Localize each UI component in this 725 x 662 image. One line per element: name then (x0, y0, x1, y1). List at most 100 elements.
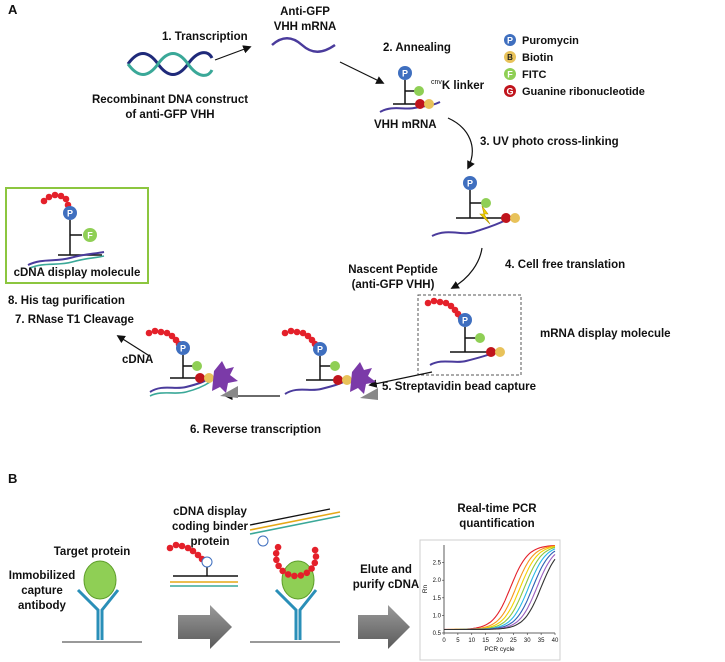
x-tick-label: 35 (538, 638, 545, 644)
arrow-step5 (368, 371, 433, 388)
peptide-bead (163, 329, 171, 337)
x-tick-label: 40 (552, 638, 559, 644)
x-tick-label: 15 (482, 638, 489, 644)
rtpcr-label-1: Real-time PCR (457, 503, 537, 515)
x-tick-label: 10 (468, 638, 475, 644)
cdna-label: cDNA (122, 354, 153, 366)
chart-frame (419, 539, 561, 661)
immob-label-2: capture (21, 585, 63, 597)
peptide-bead (308, 565, 315, 572)
arrow-step2 (339, 61, 385, 84)
immob-label-1: Immobilized (9, 570, 75, 582)
y-tick-label: 0.5 (433, 631, 442, 637)
peptide-bead (145, 329, 153, 337)
peptide-bead (168, 332, 176, 340)
step7-label: 7. RNase T1 Cleavage (15, 314, 134, 326)
crosslinked-construct: P (431, 176, 520, 237)
peptide-bead (312, 553, 320, 560)
y-tick-label: 1.5 (433, 596, 442, 602)
process-arrow-2 (358, 605, 410, 649)
dna-label-1: Recombinant DNA construct (92, 94, 248, 106)
peptide-bead (40, 197, 48, 205)
y-tick-label: 1.0 (433, 613, 442, 619)
mrna-label-2: VHH mRNA (274, 21, 337, 33)
capture-antibody-1 (62, 560, 142, 643)
rtpcr-label-2: quantification (459, 518, 534, 530)
mrna-display-label: mRNA display molecule (540, 328, 671, 340)
peptide-bead (172, 541, 180, 549)
x-tick-label: 25 (510, 638, 517, 644)
step2-label: 2. Annealing (383, 42, 451, 54)
arrow-step4 (450, 247, 483, 289)
peptide-bead (299, 329, 307, 337)
peptide-bead (157, 328, 165, 336)
cdna-display-molecule: P F (27, 191, 105, 269)
x-tick-label: 5 (456, 638, 460, 644)
peptide-bead (166, 544, 174, 552)
peptide-bead (274, 543, 282, 551)
uv-bolt-icon (479, 205, 491, 225)
process-arrow-1 (178, 605, 232, 649)
cdna-disp-label-1: cDNA display (173, 506, 247, 518)
svg-text:P: P (507, 36, 513, 46)
peptide-bead (293, 328, 301, 336)
step8-label: 8. His tag purification (8, 295, 125, 307)
svg-text:P: P (462, 316, 468, 326)
peptide-bead (194, 551, 202, 559)
peptide-bead (184, 544, 192, 552)
x-tick-label: 30 (524, 638, 531, 644)
legend-item-biotin: B Biotin (504, 51, 553, 64)
linker-construct: P (379, 66, 441, 113)
puromycin-icon (504, 34, 516, 46)
peptide-bead (279, 567, 286, 575)
svg-text:P: P (467, 179, 473, 189)
y-tick-label: 2.5 (433, 561, 442, 567)
svg-text:P: P (180, 344, 186, 354)
mrna-display-box (417, 294, 522, 376)
immob-label-3: antibody (18, 600, 67, 612)
peptide-bead (311, 546, 319, 554)
peptide-bead (189, 547, 197, 555)
y-tick-label: 2.0 (433, 578, 442, 584)
step6-label: 6. Reverse transcription (190, 424, 321, 436)
legend-item-guanine: G Guanine ribonucleotide (504, 85, 645, 98)
peptide-bead (287, 327, 295, 335)
svg-text:F: F (87, 231, 93, 241)
cdna-disp-label-3: protein (191, 536, 230, 548)
target-protein-label: Target protein (54, 546, 130, 558)
svg-text:FITC: FITC (522, 69, 546, 81)
binder-molecule (166, 541, 238, 587)
peptide-bead (57, 192, 65, 200)
peptide-bead (51, 191, 59, 199)
svg-text:P: P (67, 209, 73, 219)
mrna-label-1: Anti-GFP (280, 6, 330, 18)
arrow-step1 (214, 45, 252, 61)
amplification-curve (444, 558, 556, 631)
guanine-icon (504, 85, 516, 97)
biotin-icon (504, 51, 516, 63)
peptide-bead (424, 299, 432, 307)
peptide-bead (281, 329, 289, 337)
step3-label: 3. UV photo cross-linking (480, 136, 619, 148)
panel-label-b: B (8, 471, 17, 486)
peptide-bead (303, 569, 311, 577)
peptide-bead (273, 556, 280, 564)
vhh-mrna-label: VHH mRNA (374, 119, 437, 131)
mrna-display-molecule: P (424, 297, 505, 366)
peptide-bead (178, 542, 186, 550)
svg-text:P: P (402, 69, 408, 79)
y-axis-label: Rn (422, 584, 429, 593)
peptide-bead (291, 572, 298, 580)
peptide-bead (430, 297, 438, 305)
peptide-bead (297, 572, 305, 579)
nascent-label-2: (anti-GFP VHH) (352, 279, 435, 291)
step4-label: 4. Cell free translation (505, 259, 625, 271)
arrow-step7 (116, 335, 149, 356)
peptide-bead (151, 327, 159, 335)
fitc-icon (504, 68, 516, 80)
svg-text:B: B (507, 53, 513, 62)
peptide-bead (284, 571, 292, 578)
peptide-bead (272, 550, 280, 557)
x-tick-label: 20 (496, 638, 503, 644)
